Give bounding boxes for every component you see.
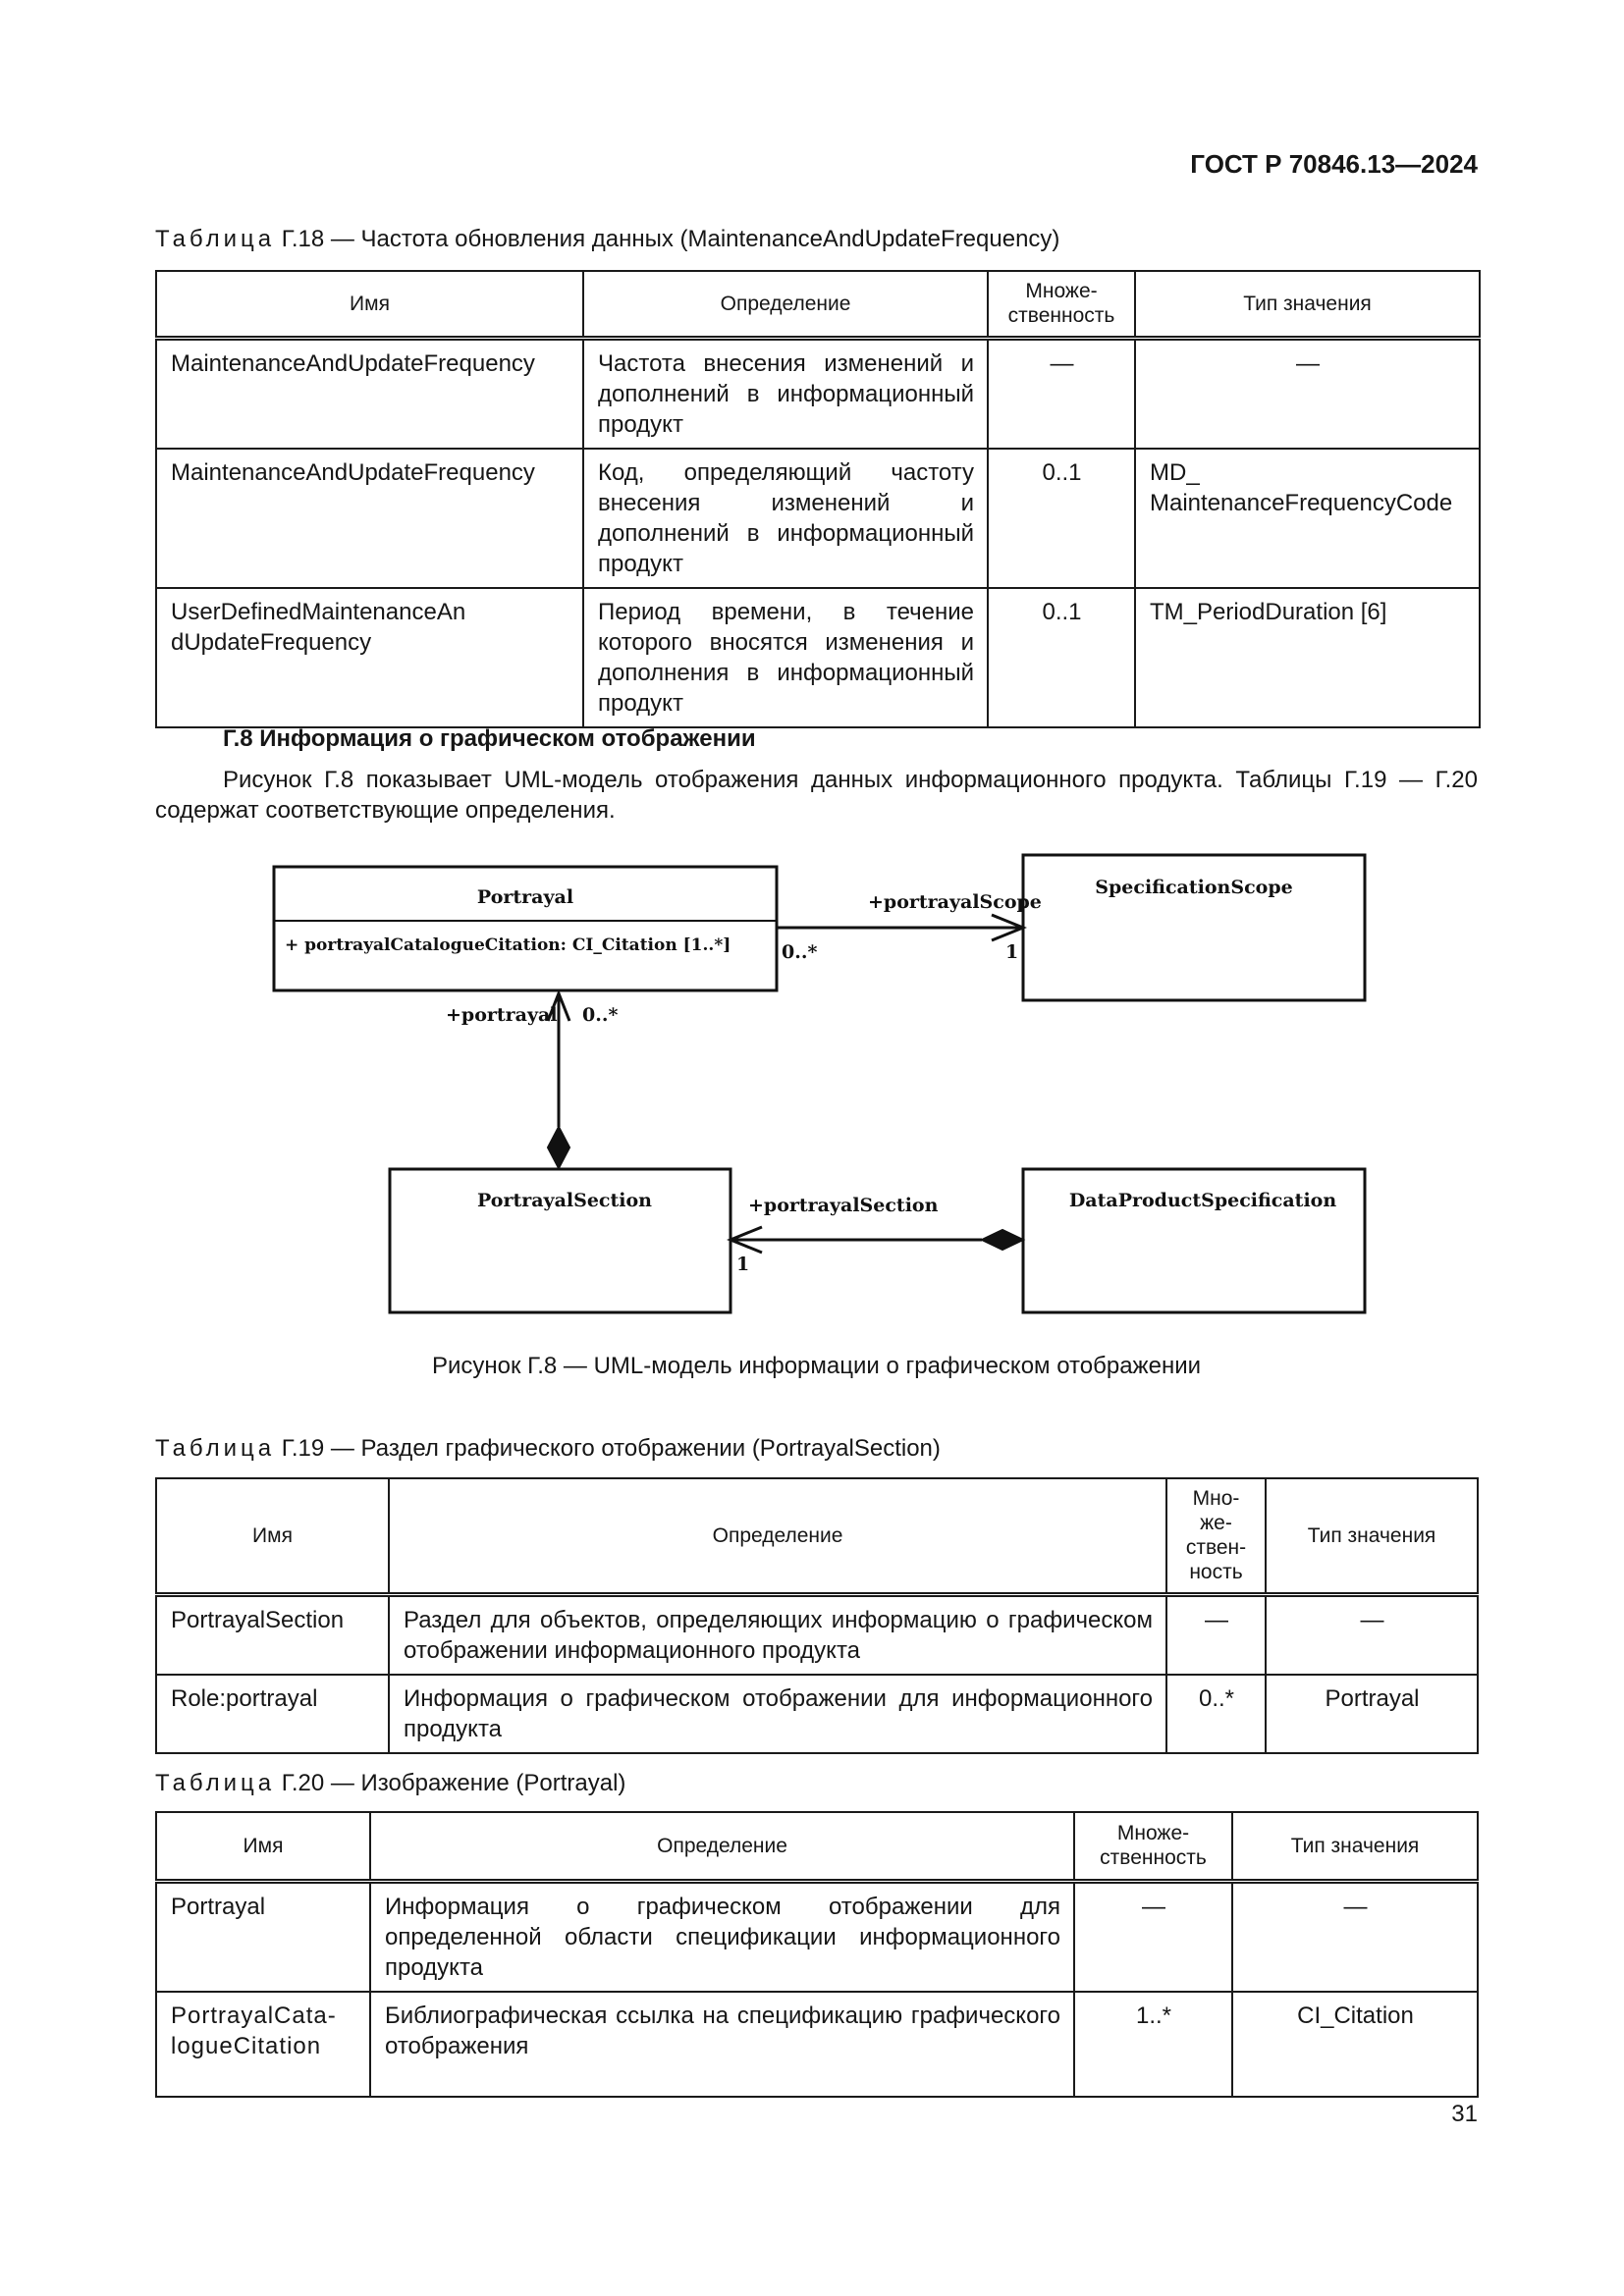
cell-name: Role:portrayal xyxy=(155,1673,390,1754)
table-label: Таблица xyxy=(155,226,276,252)
cell-definition: Информация о графическом отображении для… xyxy=(369,1880,1075,1993)
cell-definition: Код, определяющий частоту внесения измен… xyxy=(582,447,989,589)
table-label: Таблица xyxy=(155,1435,276,1462)
cell-name: MaintenanceAndUpdateFrequency xyxy=(155,337,584,450)
composition-spec-section: +portrayalSection 1 xyxy=(727,1195,1026,1275)
column-header-value-type: Тип значения xyxy=(1265,1477,1479,1597)
table-label: Таблица xyxy=(155,1770,276,1796)
table-header-row: Имя Определение Множе- ственность Тип зн… xyxy=(155,270,1481,341)
table-title: Г.18 — Частота обновления данных (Mainte… xyxy=(275,226,1060,252)
table-row: MaintenanceAndUpdateFrequency Код, опред… xyxy=(155,447,1481,589)
class-specification-scope: SpecificationScope xyxy=(1021,853,1367,1002)
table-title: Г.19 — Раздел графического отображении (… xyxy=(275,1435,941,1462)
section-paragraph: Рисунок Г.8 показывает UML-модель отобра… xyxy=(155,767,1478,824)
uml-diagram: Portrayal + portrayalCatalogueCitation: … xyxy=(272,853,1367,1314)
column-header-value-type: Тип значения xyxy=(1231,1811,1479,1884)
page-number: 31 xyxy=(1451,2101,1478,2127)
table-title: Г.20 — Изображение (Portrayal) xyxy=(275,1770,626,1796)
table-19-caption: Таблица Г.19 — Раздел графического отобр… xyxy=(155,1435,941,1463)
column-header-definition: Определение xyxy=(582,270,989,341)
cell-name: UserDefinedMaintenanceAn dUpdateFrequenc… xyxy=(155,586,584,728)
table-header-row: Имя Определение Мно- же- ствен- ность Ти… xyxy=(155,1477,1479,1597)
table-18-caption: Таблица Г.18 — Частота обновления данных… xyxy=(155,226,1059,253)
column-header-name: Имя xyxy=(155,1477,390,1597)
cell-multiplicity: 0..1 xyxy=(987,447,1136,589)
cell-definition: Период времени, в течение которого внося… xyxy=(582,586,989,728)
class-name-portrayal: Portrayal xyxy=(477,886,573,908)
cell-multiplicity: 0..1 xyxy=(987,586,1136,728)
table-row: Role:portrayal Информация о графическом … xyxy=(155,1673,1479,1754)
table-row: UserDefinedMaintenanceAn dUpdateFrequenc… xyxy=(155,586,1481,728)
column-header-value-type: Тип значения xyxy=(1134,270,1481,341)
table-row: PortrayalSection Раздел для объектов, оп… xyxy=(155,1593,1479,1676)
table-19: Имя Определение Мно- же- ствен- ность Ти… xyxy=(155,1477,1479,1754)
cell-multiplicity: — xyxy=(987,337,1136,450)
cell-name: PortrayalCata- logueCitation xyxy=(155,1990,371,2098)
table-row: PortrayalCata- logueCitation Библиографи… xyxy=(155,1990,1479,2098)
multiplicity-portrayal: 0..* xyxy=(582,1004,618,1026)
multiplicity-scope-target: 1 xyxy=(1005,941,1018,963)
table-row: MaintenanceAndUpdateFrequency Частота вн… xyxy=(155,337,1481,450)
cell-multiplicity: — xyxy=(1073,1880,1233,1993)
column-header-name: Имя xyxy=(155,270,584,341)
cell-multiplicity: 1..* xyxy=(1073,1990,1233,2098)
role-portrayal-section: +portrayalSection xyxy=(748,1195,939,1216)
association-portrayal-scope: +portrayalScope 0..* 1 xyxy=(777,891,1042,963)
class-name-data-product-specification: DataProductSpecification xyxy=(1069,1190,1337,1211)
cell-value-type: TM_PeriodDuration [6] xyxy=(1134,586,1481,728)
table-20-caption: Таблица Г.20 — Изображение (Portrayal) xyxy=(155,1770,625,1797)
cell-definition: Информация о графическом отображении для… xyxy=(388,1673,1167,1754)
class-name-portrayal-section: PortrayalSection xyxy=(477,1190,652,1211)
cell-name: PortrayalSection xyxy=(155,1593,390,1676)
cell-multiplicity: — xyxy=(1165,1593,1267,1676)
column-header-name: Имя xyxy=(155,1811,371,1884)
table-header-row: Имя Определение Множе- ственность Тип зн… xyxy=(155,1811,1479,1884)
cell-value-type: MD_ MaintenanceFrequencyCode xyxy=(1134,447,1481,589)
document-header: ГОСТ Р 70846.13—2024 xyxy=(1190,149,1478,179)
cell-multiplicity: 0..* xyxy=(1165,1673,1267,1754)
column-header-multiplicity: Множе- ственность xyxy=(1073,1811,1233,1884)
column-header-definition: Определение xyxy=(369,1811,1075,1884)
table-row: Portrayal Информация о графическом отобр… xyxy=(155,1880,1479,1993)
cell-value-type: — xyxy=(1134,337,1481,450)
class-name-specification-scope: SpecificationScope xyxy=(1095,877,1292,898)
class-data-product-specification: DataProductSpecification xyxy=(1021,1167,1367,1314)
cell-definition: Частота внесения изменений и дополнений … xyxy=(582,337,989,450)
multiplicity-portrayal-source: 0..* xyxy=(782,941,817,963)
class-portrayal: Portrayal + portrayalCatalogueCitation: … xyxy=(272,865,779,992)
figure-caption: Рисунок Г.8 — UML-модель информации о гр… xyxy=(431,1353,1202,1379)
cell-value-type: — xyxy=(1231,1880,1479,1993)
cell-name: Portrayal xyxy=(155,1880,371,1993)
role-portrayal: +portrayal xyxy=(446,1004,558,1026)
multiplicity-portrayal-section: 1 xyxy=(736,1254,749,1275)
role-portrayal-scope: +portrayalScope xyxy=(868,891,1042,913)
cell-value-type: CI_Citation xyxy=(1231,1990,1479,2098)
column-header-multiplicity: Множе- ственность xyxy=(987,270,1136,341)
column-header-definition: Определение xyxy=(388,1477,1167,1597)
cell-value-type: — xyxy=(1265,1593,1479,1676)
column-header-multiplicity: Мно- же- ствен- ность xyxy=(1165,1477,1267,1597)
composition-section-portrayal: +portrayal 0..* xyxy=(446,988,618,1171)
class-attribute-citation: + portrayalCatalogueCitation: CI_Citatio… xyxy=(285,935,731,955)
cell-name: MaintenanceAndUpdateFrequency xyxy=(155,447,584,589)
cell-definition: Библиографическая ссылка на спецификацию… xyxy=(369,1990,1075,2098)
cell-definition: Раздел для объектов, определяющих информ… xyxy=(388,1593,1167,1676)
class-portrayal-section: PortrayalSection xyxy=(388,1167,732,1314)
cell-value-type: Portrayal xyxy=(1265,1673,1479,1754)
table-18: Имя Определение Множе- ственность Тип зн… xyxy=(155,270,1481,728)
table-20: Имя Определение Множе- ственность Тип зн… xyxy=(155,1811,1479,2098)
section-heading: Г.8 Информация о графическом отображении xyxy=(223,725,756,752)
